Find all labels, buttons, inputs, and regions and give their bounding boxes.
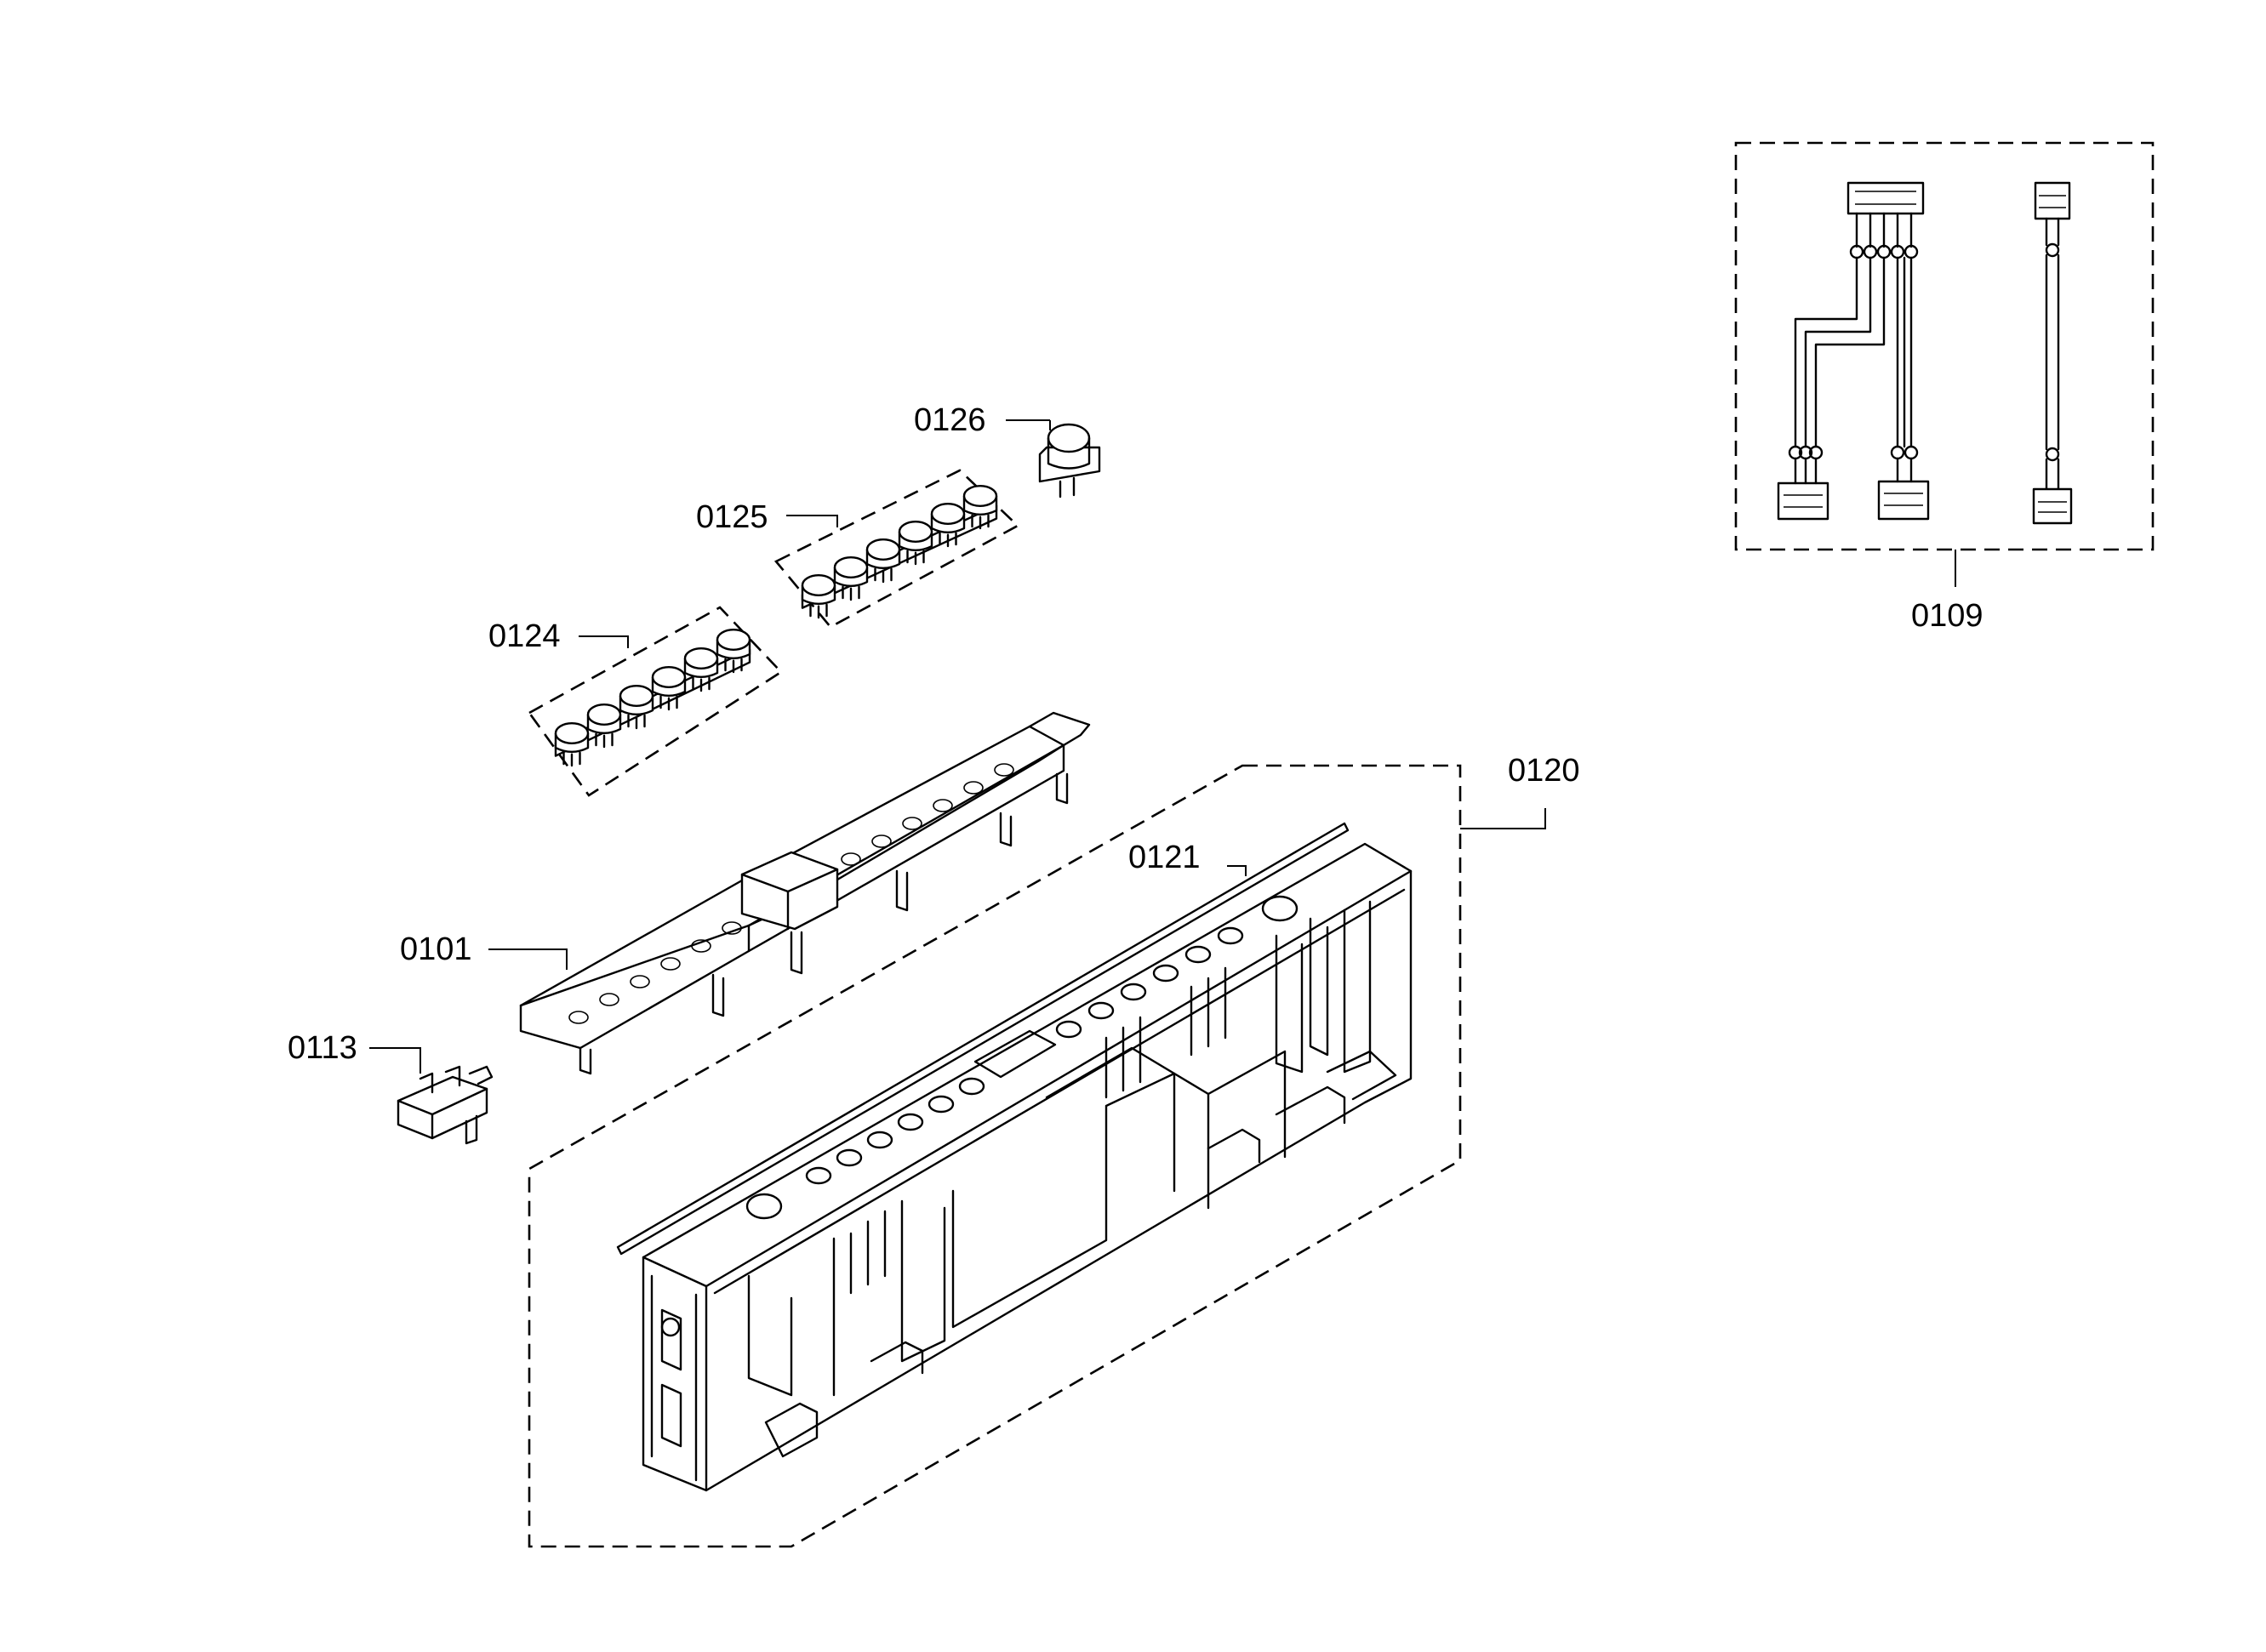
- key-button: [833, 556, 869, 601]
- button-row: [554, 629, 751, 767]
- callout-0101: 0101: [400, 931, 472, 967]
- button-strip-0124[interactable]: [528, 606, 784, 797]
- group-boundary-0109: [1734, 141, 2155, 551]
- harness-a: [1777, 181, 1930, 521]
- single-button-0126[interactable]: [1006, 419, 1101, 498]
- housing: [642, 842, 1413, 1492]
- key-button: [865, 538, 901, 584]
- connector-0113[interactable]: [369, 1047, 494, 1145]
- key-button: [651, 666, 687, 711]
- button-carrier-0101[interactable]: [488, 711, 1091, 1075]
- callout-0126: 0126: [914, 402, 986, 438]
- key-button: [619, 685, 654, 730]
- callout-0121: 0121: [1128, 840, 1201, 875]
- callout-0124: 0124: [488, 618, 561, 654]
- key-button: [683, 647, 719, 692]
- wire-harness-group[interactable]: [1734, 141, 2155, 587]
- key-button: [801, 574, 836, 619]
- button-strip-0125[interactable]: [773, 469, 1020, 629]
- key-button: [898, 521, 933, 566]
- callout-0113: 0113: [288, 1030, 357, 1066]
- harness-b: [2032, 181, 2073, 525]
- callout-0120: 0120: [1508, 753, 1580, 789]
- key-button: [586, 704, 622, 749]
- control-module-group-0120[interactable]: [528, 764, 1546, 1548]
- key-button: [554, 722, 590, 767]
- callout-0125: 0125: [696, 499, 768, 535]
- button-row: [801, 485, 998, 619]
- key-button: [716, 629, 751, 674]
- callout-0109: 0109: [1911, 598, 1983, 634]
- key-button: [930, 503, 966, 548]
- key-button: [962, 485, 998, 530]
- rod-0121: [616, 822, 1350, 1256]
